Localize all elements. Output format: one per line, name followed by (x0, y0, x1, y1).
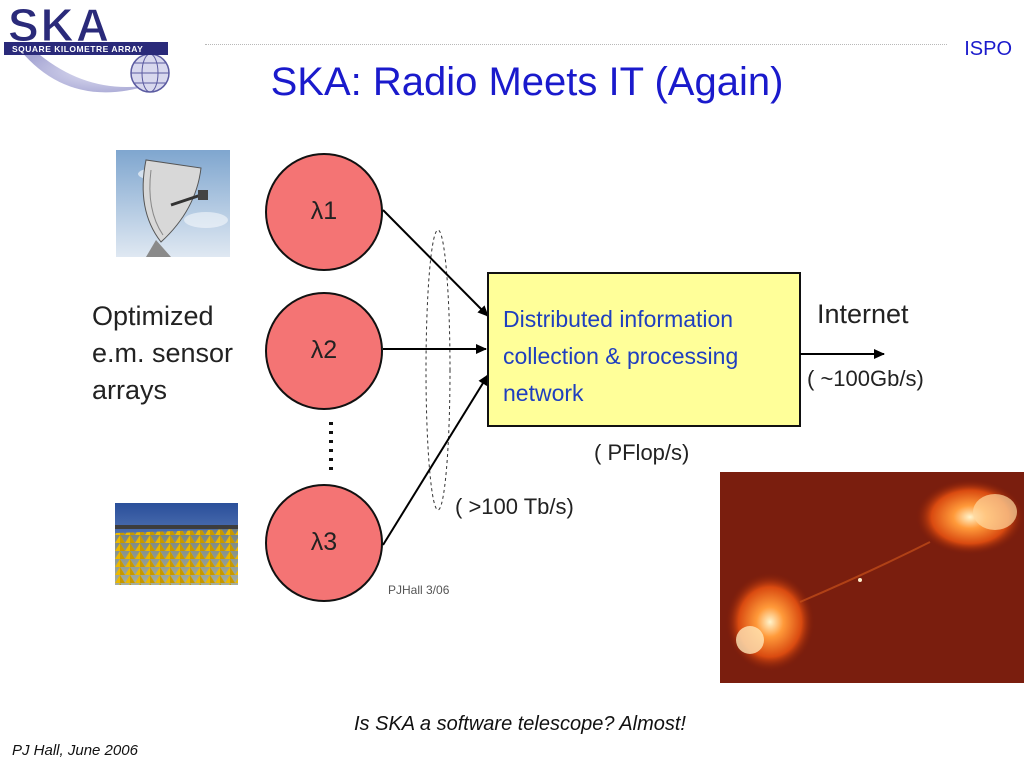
diagram-credit: PJHall 3/06 (388, 583, 450, 597)
box-line-1: Distributed information (503, 306, 734, 332)
wavelength-circle-1 (265, 153, 383, 271)
processing-network-box (487, 272, 801, 427)
header-divider (205, 44, 947, 45)
circle-2-label: λ2 (310, 336, 338, 364)
box-line-2: collection & processing (503, 343, 739, 369)
arrow-circle1-to-box (382, 209, 489, 317)
internet-label: Internet (817, 299, 909, 329)
slide-caption: Is SKA a software telescope? Almost! (353, 713, 686, 735)
output-bandwidth-label: ( ~100Gb/s) (807, 366, 924, 391)
svg-text:SQUARE KILOMETRE ARRAY: SQUARE KILOMETRE ARRAY (12, 44, 143, 54)
circle-1-label: λ1 (310, 197, 338, 225)
arrow-circle3-to-box (382, 374, 489, 546)
sensor-label-line-2: e.m. sensor (92, 338, 234, 368)
link-ellipse (425, 229, 451, 511)
circle-3-label: λ3 (310, 528, 338, 556)
wavelength-circle-2 (265, 292, 383, 410)
radio-galaxy-image (720, 472, 1024, 683)
processing-box-text: Distributed information collection & pro… (503, 301, 738, 412)
sensor-label-line-1: Optimized (92, 301, 214, 331)
input-bandwidth-label: ( >100 Tb/s) (455, 494, 574, 519)
processing-rate-label: ( PFlop/s) (594, 440, 690, 465)
footer-credit: PJ Hall, June 2006 (12, 742, 138, 759)
ska-logo: SKA SQUARE KILOMETRE ARRAY (4, 0, 170, 93)
radio-dish-photo (116, 150, 230, 257)
wavelength-circle-3 (265, 484, 383, 602)
org-label: ISPO (964, 38, 1012, 60)
svg-text:SKA: SKA (8, 0, 111, 51)
sensor-label-line-3: arrays (92, 375, 168, 405)
sensor-arrays-label: Optimized e.m. sensor arrays (92, 298, 233, 409)
box-line-3: network (503, 380, 584, 406)
phased-array-photo (115, 503, 238, 585)
page-title: SKA: Radio Meets IT (Again) (270, 60, 784, 104)
